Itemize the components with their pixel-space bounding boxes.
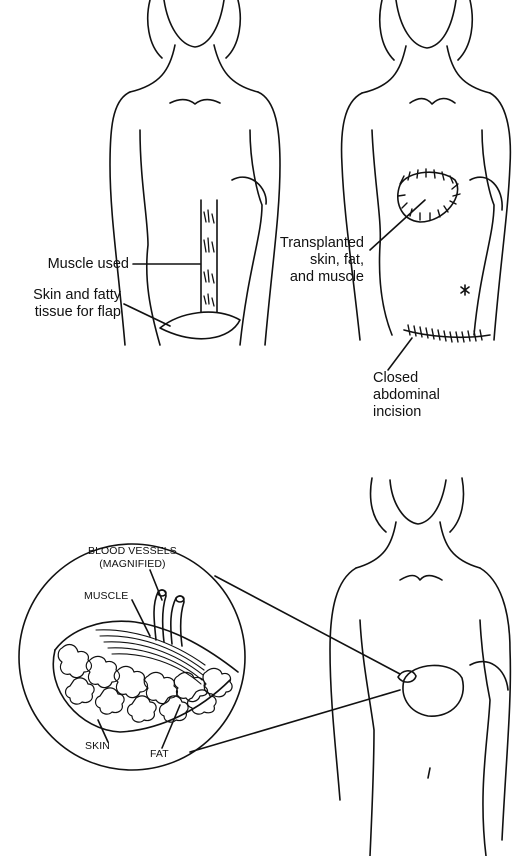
label-transplanted-line3: and muscle [280, 269, 364, 286]
label-skin-fatty-tissue: Skin and fatty tissue for flap [33, 287, 121, 321]
label-blood-vessels: BLOOD VESSELS (MAGNIFIED) [88, 545, 177, 571]
label-skin-fatty-line1: Skin and fatty [33, 287, 121, 304]
leader-fat [162, 705, 180, 748]
neck-left [362, 46, 406, 93]
label-closed-line3: incision [373, 404, 440, 421]
magnified-skin [53, 650, 230, 732]
face-chin [164, 0, 224, 47]
label-skin: SKIN [85, 740, 110, 753]
neck-right [214, 45, 258, 92]
muscle-hatching [204, 210, 214, 306]
label-closed-line1: Closed [373, 370, 440, 387]
label-blood-vessels-line2: (MAGNIFIED) [88, 558, 177, 571]
label-transplanted-line2: skin, fat, [280, 252, 364, 269]
torso-right [474, 130, 494, 335]
leader-skin [98, 720, 108, 742]
navel [461, 285, 469, 295]
neck-left [130, 45, 175, 92]
hair-right [450, 478, 464, 532]
leader-muscle [132, 600, 150, 636]
label-fat: FAT [150, 748, 169, 761]
face-chin [396, 0, 456, 48]
collarbone [400, 576, 442, 581]
label-blood-vessels-line1: BLOOD VESSELS [88, 545, 177, 558]
neck-left [356, 522, 396, 568]
neck-right [440, 522, 480, 568]
hair-left [380, 0, 394, 60]
figure-reconstruction-detail [19, 478, 510, 856]
muscle-fibers [96, 630, 205, 684]
blood-vessel-2 [171, 596, 184, 646]
shoulder-arm-left [330, 568, 356, 800]
neck-right [447, 46, 490, 93]
leader-skin-flap [124, 304, 170, 326]
hair-right [226, 0, 240, 58]
figure-before-surgery [110, 0, 280, 345]
breast-right [470, 662, 508, 690]
transplanted-flap [403, 665, 463, 716]
breast-right [470, 177, 502, 210]
hair-right [458, 0, 472, 60]
torso-right [480, 620, 490, 856]
magnifier-leader-top [215, 576, 400, 674]
label-muscle-used: Muscle used [48, 256, 129, 273]
flap-graft-outline [398, 172, 458, 222]
blood-vessel-1 [154, 590, 166, 642]
flap-outline [160, 312, 240, 339]
magnifier-leader-bottom [190, 690, 400, 752]
hair-left [371, 478, 386, 532]
figure-after-surgery [342, 0, 511, 370]
collarbone [410, 99, 455, 104]
torso-right [240, 130, 262, 345]
label-closed-incision: Closed abdominal incision [373, 370, 440, 421]
leader-closed-incision [388, 338, 412, 370]
torso-left [360, 620, 374, 856]
breast-right [232, 177, 266, 204]
label-muscle: MUSCLE [84, 590, 128, 603]
label-skin-fatty-line2: tissue for flap [33, 304, 121, 321]
shoulder-arm-left [342, 93, 362, 340]
shoulder-arm-right [480, 568, 510, 840]
abdominal-incision [404, 330, 490, 337]
collarbone [170, 100, 220, 104]
label-closed-line2: abdominal [373, 387, 440, 404]
navel [428, 768, 430, 778]
label-transplanted: Transplanted skin, fat, and muscle [280, 235, 364, 286]
hair-left [148, 0, 162, 58]
face-chin [390, 480, 446, 524]
label-transplanted-line1: Transplanted [280, 235, 364, 252]
